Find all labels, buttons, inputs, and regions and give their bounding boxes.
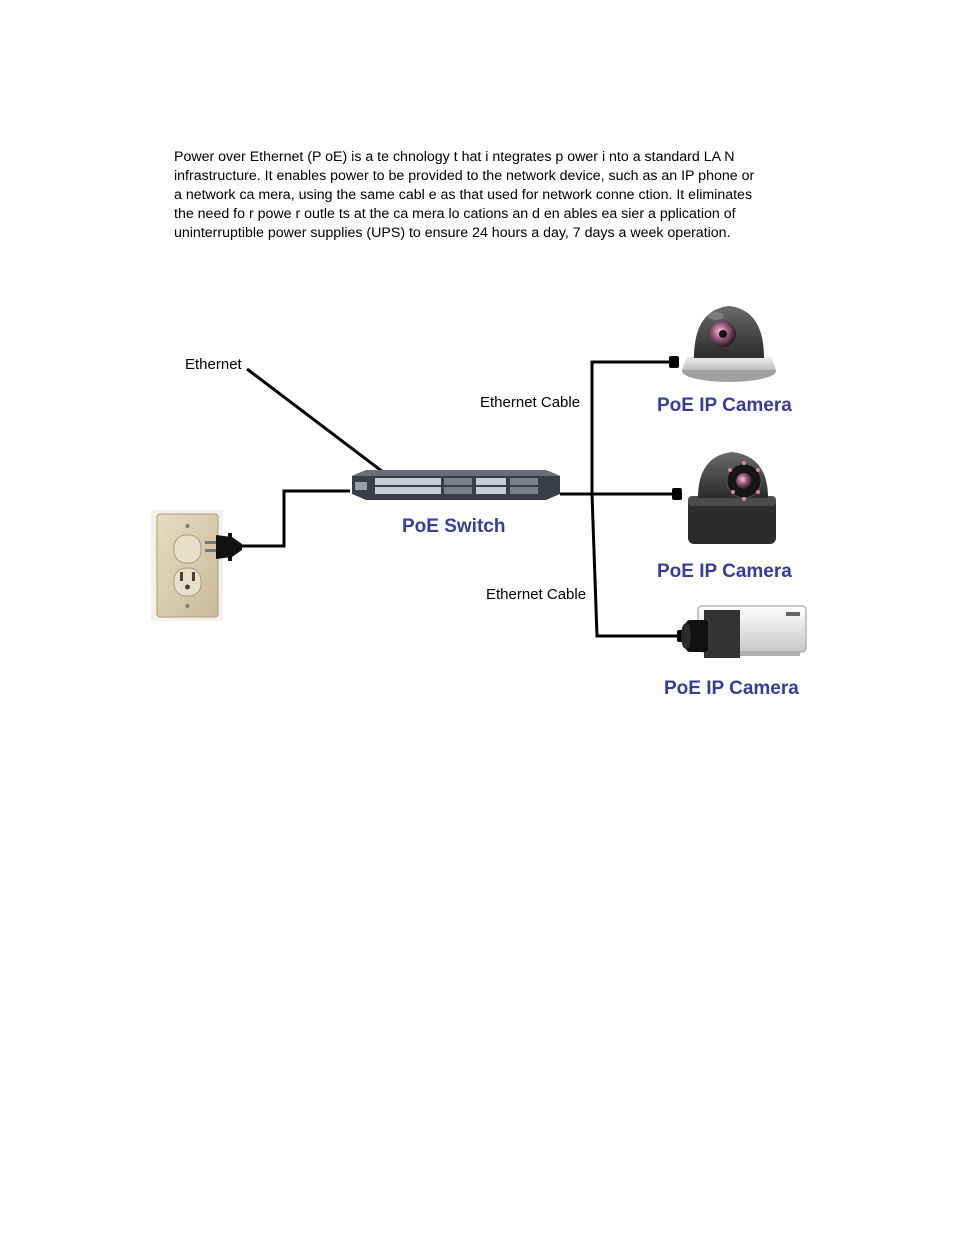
camera-label-3: PoE IP Camera	[664, 678, 799, 699]
rj45-plug	[669, 356, 679, 368]
box-camera-icon	[681, 605, 807, 658]
ethernet-cable-top	[590, 360, 672, 494]
ethernet-cable-label-top: Ethernet Cable	[480, 394, 580, 411]
ethernet-label: Ethernet	[185, 356, 243, 373]
intro-paragraph: Power over Ethernet (P oE) is a te chnol…	[174, 148, 824, 243]
rj45-plug	[672, 488, 682, 500]
ethernet-cable-label-bottom: Ethernet Cable	[486, 586, 586, 603]
paragraph-line: Power over Ethernet (P oE) is a te chnol…	[174, 149, 735, 165]
cable-lines	[240, 360, 680, 638]
wall-outlet-icon	[151, 510, 223, 621]
ethernet-cable-bottom	[590, 493, 680, 638]
poe-switch-icon	[352, 470, 560, 500]
paragraph-line: a network ca mera, using the same cabl e…	[174, 187, 753, 203]
paragraph-line: infrastructure. It enables power to be p…	[174, 168, 755, 184]
paragraph-line: the need fo r powe r outle ts at the ca …	[174, 206, 736, 222]
power-cable	[240, 489, 350, 548]
dome-camera-icon	[682, 306, 776, 382]
power-plug-icon	[205, 533, 242, 561]
ethernet-uplink-cable	[246, 367, 388, 477]
camera-label-2: PoE IP Camera	[657, 561, 792, 582]
paragraph-line: uninterruptible power supplies (UPS) to …	[174, 225, 731, 241]
camera-label-1: PoE IP Camera	[657, 395, 792, 416]
poe-network-diagram: Ethernet Ethernet Cable Ethernet Cable P…	[151, 306, 807, 699]
ir-dome-camera-icon	[688, 452, 776, 544]
switch-label: PoE Switch	[402, 516, 505, 537]
